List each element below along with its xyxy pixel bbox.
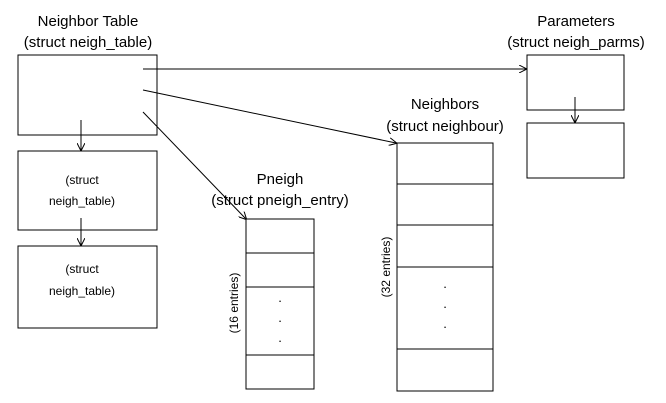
chained-table-2-line2: neigh_table) <box>49 284 115 298</box>
neighbors-entries-label: (32 entries) <box>379 237 393 298</box>
pneigh-struct-label: (struct pneigh_entry) <box>211 192 349 209</box>
parameters-title: Parameters <box>537 13 615 30</box>
neighbors-ellipsis-dot: . <box>443 316 447 331</box>
chained-table-1-line1: (struct <box>65 173 99 187</box>
neighbors-ellipsis-dot: . <box>443 296 447 311</box>
pneigh-title: Pneigh <box>257 171 304 188</box>
pneigh-ellipsis-dot: . <box>278 290 282 305</box>
neighbor-table-struct-label: (struct neigh_table) <box>24 34 152 51</box>
chained-table-1-line2: neigh_table) <box>49 194 115 208</box>
neighbors-title: Neighbors <box>411 96 479 113</box>
chained-table-box-1 <box>17 150 158 231</box>
chained-table-box-2 <box>17 245 158 329</box>
neighbors-ellipsis-dot: . <box>443 276 447 291</box>
parameters-struct-label: (struct neigh_parms) <box>507 34 645 51</box>
chained-table-2-line1: (struct <box>65 262 99 276</box>
pneigh-ellipsis-dot: . <box>278 330 282 345</box>
neighbor-table-title: Neighbor Table <box>38 13 139 30</box>
parameters-box-2 <box>526 122 625 179</box>
neighbor-table-box <box>17 54 158 136</box>
arrow-table-to-pneigh <box>142 111 246 219</box>
pneigh-ellipsis-dot: . <box>278 310 282 325</box>
pneigh-entries-label: (16 entries) <box>227 273 241 334</box>
pneigh-table-box <box>245 218 315 390</box>
neighbors-struct-label: (struct neighbour) <box>386 118 504 135</box>
arrow-table-to-neighbors <box>142 89 396 143</box>
